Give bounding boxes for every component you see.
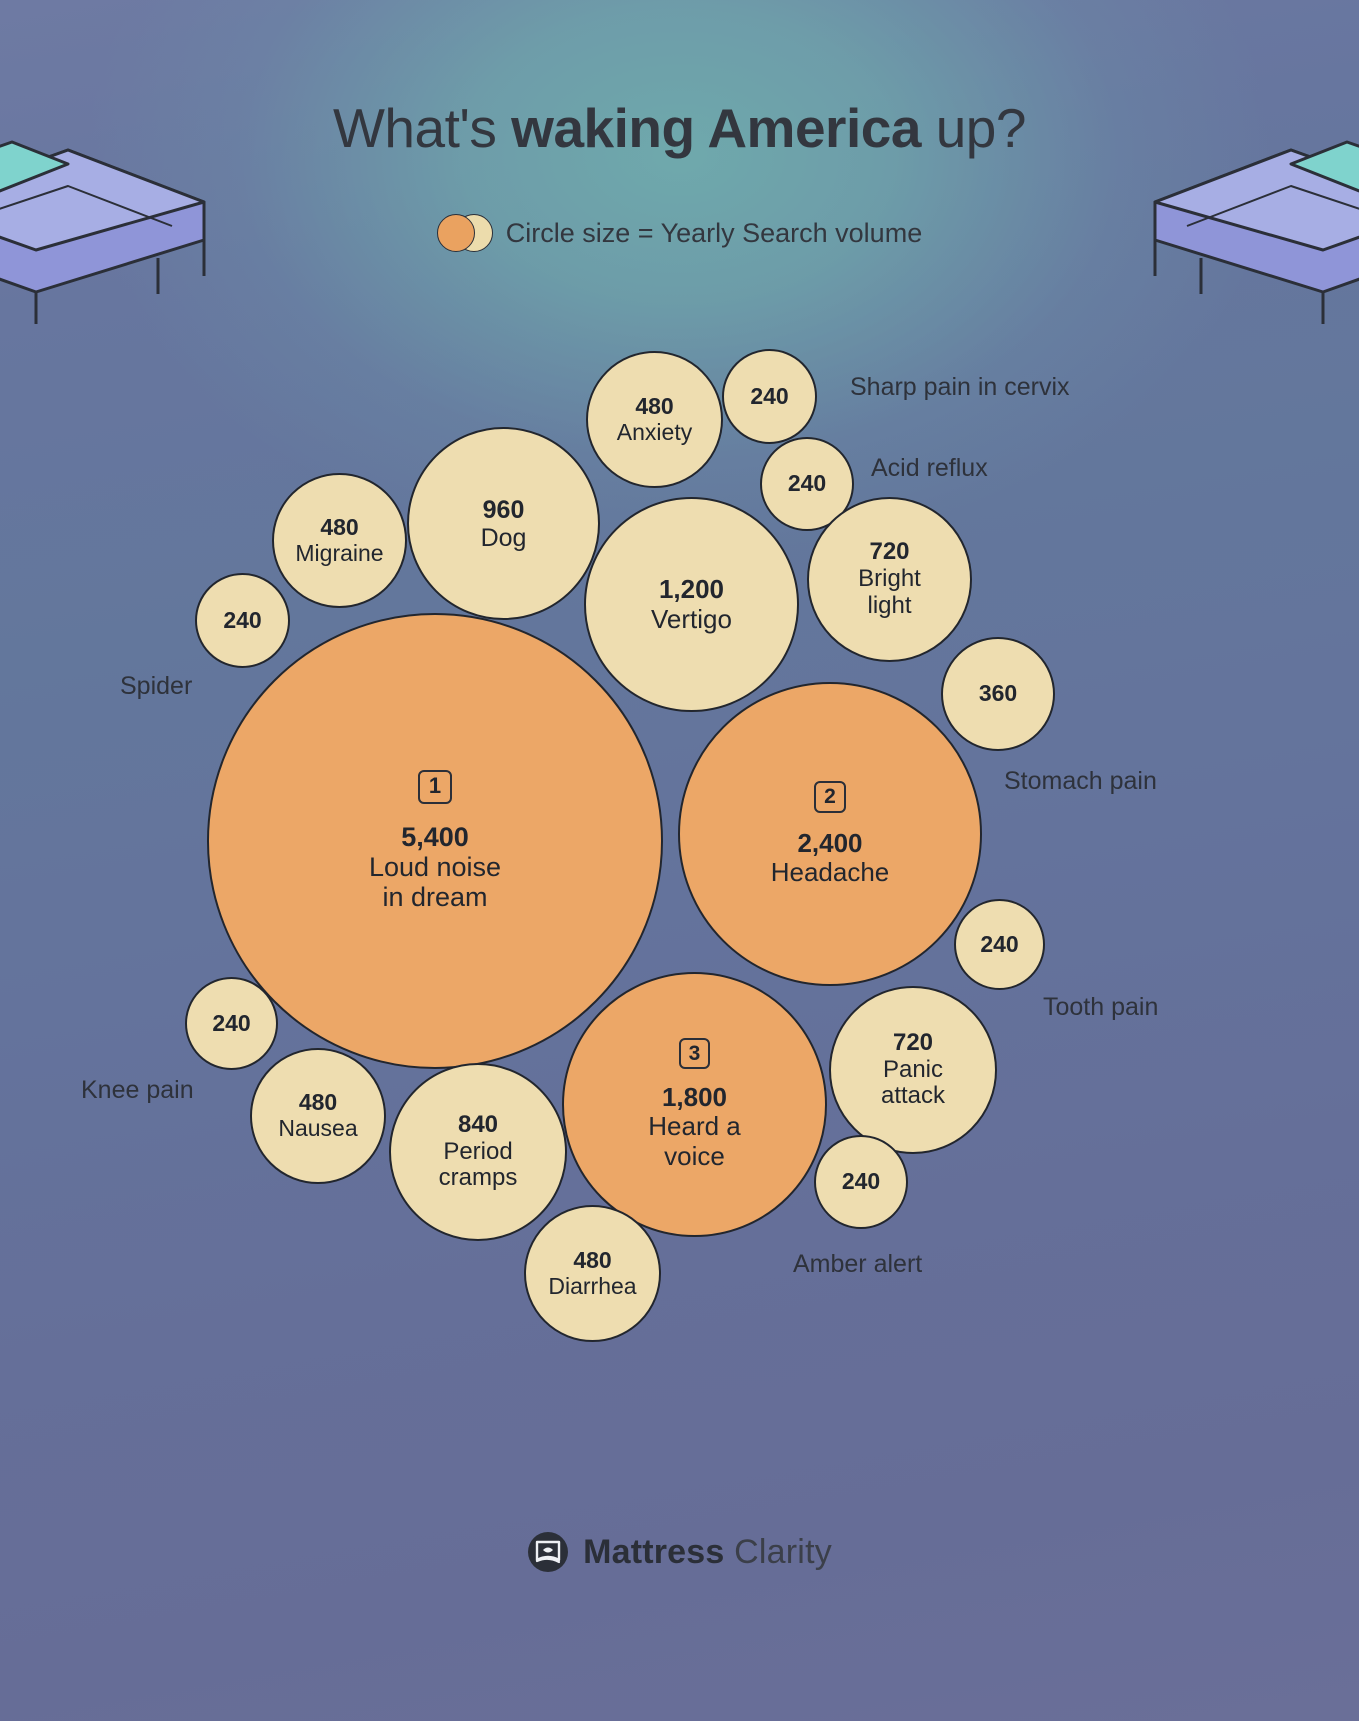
rank-badge: 2 xyxy=(814,780,846,813)
bubble-label-line2: in dream xyxy=(382,882,488,913)
bubble-loud-noise-in-dream[interactable]: 1 5,400 Loud noise in dream xyxy=(207,613,663,1069)
bubble-value: 240 xyxy=(223,606,262,633)
bubble-value: 240 xyxy=(841,1168,881,1195)
legend-circles-icon xyxy=(436,214,493,252)
bubble-value: 240 xyxy=(750,382,789,409)
bubble-label-line1: Bright xyxy=(858,565,921,593)
bubble-value: 1,200 xyxy=(658,574,725,605)
bubble-value: 480 xyxy=(320,513,359,540)
bubble-dog[interactable]: 960 Dog xyxy=(407,427,600,620)
bubble-sharp-pain-in-cervix[interactable]: 240 xyxy=(722,349,817,444)
bubble-label-line1: Loud noise xyxy=(368,851,502,882)
bubble-label-line2: light xyxy=(867,591,912,619)
bubble-label: Anxiety xyxy=(616,418,693,445)
legend-circle-orange xyxy=(436,214,475,252)
bubble-value: 840 xyxy=(457,1110,499,1138)
bubble-period-cramps[interactable]: 840 Period cramps xyxy=(389,1063,567,1241)
bubble-amber-alert[interactable]: 240 xyxy=(814,1135,908,1229)
bubble-value: 240 xyxy=(787,470,827,497)
title-part-1: What's xyxy=(333,97,512,159)
bubble-label: Migraine xyxy=(295,539,384,566)
bubble-label: Headache xyxy=(770,857,890,887)
bubble-value: 2,400 xyxy=(797,827,863,858)
legend: Circle size = Yearly Search volume xyxy=(0,214,1359,252)
brand-name-light: Clarity xyxy=(734,1532,832,1571)
bubble-value: 960 xyxy=(482,495,525,524)
label-tooth-pain: Tooth pain xyxy=(1043,993,1159,1021)
bubble-value: 480 xyxy=(573,1246,612,1273)
bubble-value: 240 xyxy=(212,1009,251,1036)
bubble-label: Nausea xyxy=(278,1115,358,1141)
title-part-2: waking America xyxy=(511,97,921,159)
bubble-value: 240 xyxy=(980,930,1019,957)
bubble-value: 480 xyxy=(298,1089,338,1116)
label-acid-reflux: Acid reflux xyxy=(871,454,988,482)
bubble-value: 360 xyxy=(978,680,1018,707)
rank-badge: 1 xyxy=(418,769,452,804)
bubble-value: 720 xyxy=(869,538,910,566)
bubble-tooth-pain[interactable]: 240 xyxy=(954,899,1045,990)
bubble-label-line1: Period xyxy=(443,1137,513,1165)
bubble-label-line1: Panic xyxy=(882,1055,944,1083)
bubble-label-line2: cramps xyxy=(438,1164,518,1192)
bubble-bright-light[interactable]: 720 Bright light xyxy=(807,497,972,662)
footer-branding: Mattress Clarity xyxy=(0,1531,1359,1573)
bubble-label: Dog xyxy=(480,523,527,552)
bubble-label-line2: voice xyxy=(664,1140,725,1171)
bubble-panic-attack[interactable]: 720 Panic attack xyxy=(829,986,997,1154)
brand-name-bold: Mattress xyxy=(583,1532,725,1571)
brand-name: Mattress Clarity xyxy=(583,1533,832,1572)
bubble-value: 480 xyxy=(635,392,674,419)
bubble-diarrhea[interactable]: 480 Diarrhea xyxy=(524,1205,661,1342)
label-sharp-pain-in-cervix: Sharp pain in cervix xyxy=(850,373,1070,401)
bubble-nausea[interactable]: 480 Nausea xyxy=(250,1048,386,1184)
page-title: What's waking America up? xyxy=(0,96,1359,160)
bubble-anxiety[interactable]: 480 Anxiety xyxy=(586,351,723,488)
bubble-value: 1,800 xyxy=(661,1082,728,1113)
label-knee-pain: Knee pain xyxy=(81,1076,194,1104)
bubble-label: Vertigo xyxy=(651,603,732,634)
bubble-value: 720 xyxy=(892,1028,934,1056)
bubble-knee-pain[interactable]: 240 xyxy=(185,977,278,1070)
bubble-migraine[interactable]: 480 Migraine xyxy=(272,473,407,608)
bubble-heard-a-voice[interactable]: 3 1,800 Heard a voice xyxy=(562,972,827,1237)
label-amber-alert: Amber alert xyxy=(793,1250,923,1278)
mattress-clarity-logo-icon xyxy=(528,1532,569,1572)
bubble-vertigo[interactable]: 1,200 Vertigo xyxy=(584,497,799,712)
rank-badge: 3 xyxy=(679,1038,710,1070)
bed-illustration-left xyxy=(0,140,206,324)
bed-illustration-right xyxy=(1153,140,1359,324)
bubble-label-line1: Heard a xyxy=(648,1111,741,1142)
legend-label: Circle size = Yearly Search volume xyxy=(505,217,923,248)
bubble-label-line2: attack xyxy=(880,1082,946,1110)
bubble-label: Diarrhea xyxy=(548,1272,637,1299)
label-stomach-pain: Stomach pain xyxy=(1004,767,1157,795)
bubble-stomach-pain[interactable]: 360 xyxy=(941,637,1055,751)
bubble-value: 5,400 xyxy=(401,821,469,852)
label-spider: Spider xyxy=(120,672,193,700)
bubble-spider[interactable]: 240 xyxy=(195,573,290,668)
title-part-3: up? xyxy=(920,97,1027,159)
bubble-headache[interactable]: 2 2,400 Headache xyxy=(678,682,982,986)
